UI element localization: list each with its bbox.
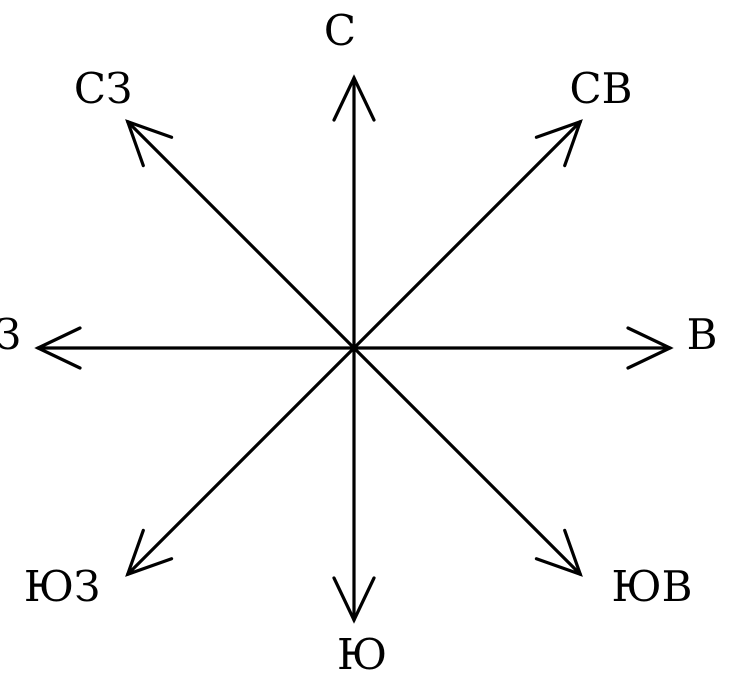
label-northeast: СВ <box>570 64 633 113</box>
label-west: З <box>0 310 21 359</box>
arrowhead-icon <box>534 528 583 577</box>
label-northwest: СЗ <box>74 64 132 113</box>
arrowhead-icon <box>34 326 82 370</box>
arrowhead-icon <box>125 528 174 577</box>
arrow-south <box>332 346 376 624</box>
label-southeast: ЮВ <box>612 562 693 611</box>
arrow-northeast <box>352 119 583 350</box>
arrow-shaft <box>352 120 582 350</box>
arrow-north <box>332 74 376 350</box>
arrowhead-icon <box>125 119 174 168</box>
arrow-west <box>34 326 356 370</box>
label-north: С <box>324 6 356 55</box>
label-southwest: ЮЗ <box>24 562 100 611</box>
arrow-southeast <box>352 346 583 577</box>
arrow-shaft <box>126 120 356 350</box>
arrow-southwest <box>125 346 356 577</box>
arrow-northwest <box>125 119 356 350</box>
label-east: В <box>687 310 718 359</box>
arrowhead-icon <box>332 576 376 624</box>
arrowhead-icon <box>332 74 376 122</box>
arrowhead-icon <box>534 119 583 168</box>
arrow-east <box>352 326 674 370</box>
label-south: Ю <box>337 630 387 679</box>
arrowhead-icon <box>626 326 674 370</box>
arrow-shaft <box>352 346 582 576</box>
arrow-shaft <box>126 346 356 576</box>
